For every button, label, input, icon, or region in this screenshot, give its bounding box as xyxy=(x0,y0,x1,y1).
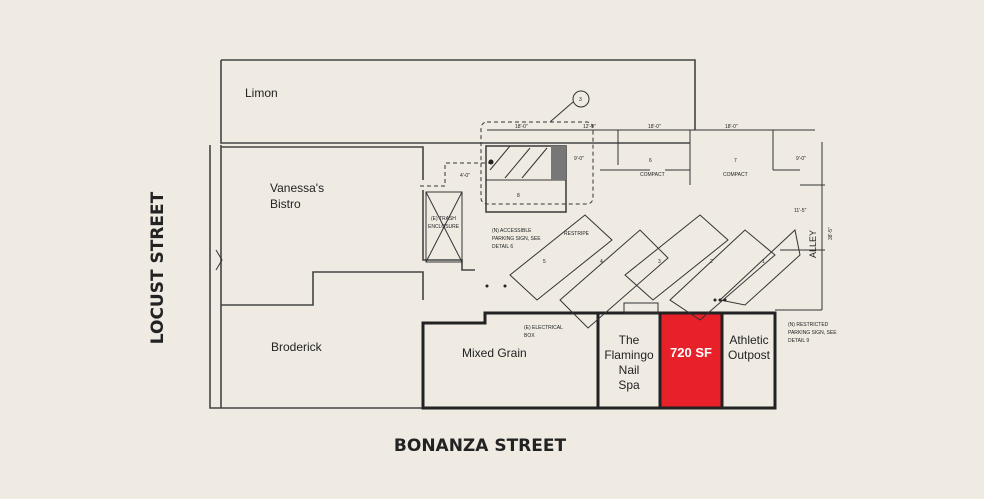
tenant-flamingo-nail-spa[interactable]: The xyxy=(619,333,640,347)
tenant-vanessas-bistro[interactable]: Bistro xyxy=(270,197,301,211)
highlighted-unit[interactable] xyxy=(660,313,722,408)
tenant-mixed-grain[interactable]: Mixed Grain xyxy=(462,346,527,360)
compact-label: COMPACT xyxy=(640,172,665,178)
tenant-vanessas-bistro[interactable]: Vanessa's xyxy=(270,181,324,195)
detail-ref: 3 xyxy=(579,97,582,103)
restripe-note: RESTRIPE xyxy=(564,231,590,237)
tenant-flamingo-nail-spa[interactable]: Nail xyxy=(619,363,640,377)
restricted-note: PARKING SIGN, SEE xyxy=(788,330,837,336)
tenant-broderick[interactable]: Broderick xyxy=(271,340,323,354)
stall-numbers: 1 2 3 4 5 6 7 8 COMPACT COMPACT 3 xyxy=(517,97,765,265)
dim: 11'-5" xyxy=(794,208,807,214)
tenant-athletic-outpost[interactable]: Outpost xyxy=(728,348,771,362)
alley-label: ALLEY xyxy=(808,230,818,258)
tenant-limon[interactable]: Limon xyxy=(245,86,278,100)
stall-6: 6 xyxy=(649,158,652,164)
trash-label: (E) TRASH xyxy=(431,216,456,222)
dim: 9'-0" xyxy=(796,156,806,162)
building-walls xyxy=(209,59,696,409)
dim: 38'-5" xyxy=(828,227,834,240)
stall-3: 3 xyxy=(658,259,661,265)
dim: 18'-0" xyxy=(725,124,738,130)
restricted-note: DETAIL 9 xyxy=(788,338,809,344)
stall-2: 2 xyxy=(710,259,713,265)
parking-lot xyxy=(420,90,825,329)
tenant-athletic-outpost[interactable]: Athletic xyxy=(729,333,768,347)
dim: 9'-0" xyxy=(574,156,584,162)
tenant-flamingo-nail-spa[interactable]: Flamingo xyxy=(604,348,654,362)
stall-1: 1 xyxy=(762,259,765,265)
dim: 18'-0" xyxy=(648,124,661,130)
stall-5: 5 xyxy=(543,259,546,265)
stall-8: 8 xyxy=(517,193,520,199)
dim: 4'-0" xyxy=(460,173,470,179)
accessible-note: PARKING SIGN, SEE xyxy=(492,236,541,242)
dim: 12'-0" xyxy=(583,124,596,130)
stall-7: 7 xyxy=(734,158,737,164)
unit-720-sf[interactable]: 720 SF xyxy=(670,345,712,360)
electrical-note: (E) ELECTRICAL xyxy=(524,325,563,331)
annotations: (E) TRASH ENCLOSURE (N) ACCESSIBLE PARKI… xyxy=(428,216,837,344)
bonanza-street-label: BONANZA STREET xyxy=(394,436,567,456)
tenant-flamingo-nail-spa[interactable]: Spa xyxy=(618,378,640,392)
trash-label: ENCLOSURE xyxy=(428,224,460,230)
stall-4: 4 xyxy=(600,259,603,265)
electrical-note: BOX xyxy=(524,333,535,339)
accessible-note: (N) ACCESSIBLE xyxy=(492,228,532,234)
compact-label: COMPACT xyxy=(723,172,748,178)
restricted-note: (N) RESTRICTED xyxy=(788,322,829,328)
accessible-note: DETAIL 6 xyxy=(492,244,513,250)
locust-street-label: LOCUST STREET xyxy=(148,191,168,344)
dimensions: 18'-0" 12'-0" 18'-0" 18'-0" 9'-0" 9'-0" … xyxy=(460,124,834,240)
dim: 18'-0" xyxy=(515,124,528,130)
retail-building xyxy=(421,311,777,410)
tenant-labels: Limon Vanessa's Bistro Broderick Mixed G… xyxy=(245,86,771,392)
